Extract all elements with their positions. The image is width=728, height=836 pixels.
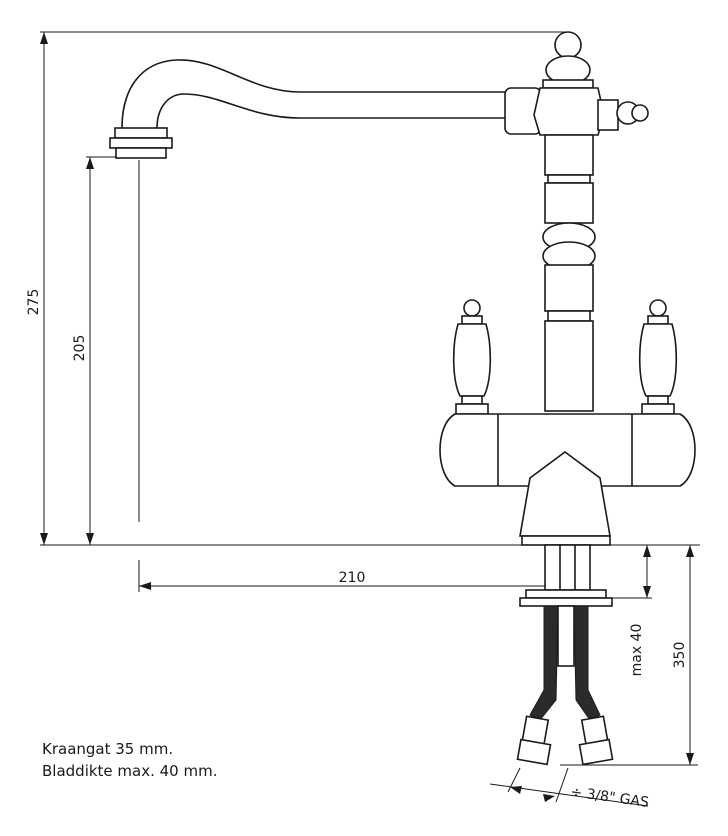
spout	[109, 59, 542, 159]
left-handle	[452, 299, 492, 415]
dim-hose-length: 350	[672, 642, 688, 669]
faucet	[109, 31, 696, 766]
dim-reach: 210	[339, 570, 366, 586]
body	[439, 413, 696, 546]
note-tap-hole: Kraangat 35 mm.	[42, 740, 174, 758]
note-sink-thickness: Bladdikte max. 40 mm.	[42, 762, 218, 780]
dim-max-thickness: max 40	[629, 624, 645, 677]
top-cap	[533, 31, 649, 136]
dim-total-height: 275	[26, 289, 42, 316]
dim-spout-height: 205	[72, 335, 88, 362]
dim-connection: ÷ 3/8" GAS	[569, 784, 649, 811]
mounting-hoses	[516, 544, 614, 766]
right-handle	[638, 299, 678, 415]
column	[542, 134, 596, 412]
